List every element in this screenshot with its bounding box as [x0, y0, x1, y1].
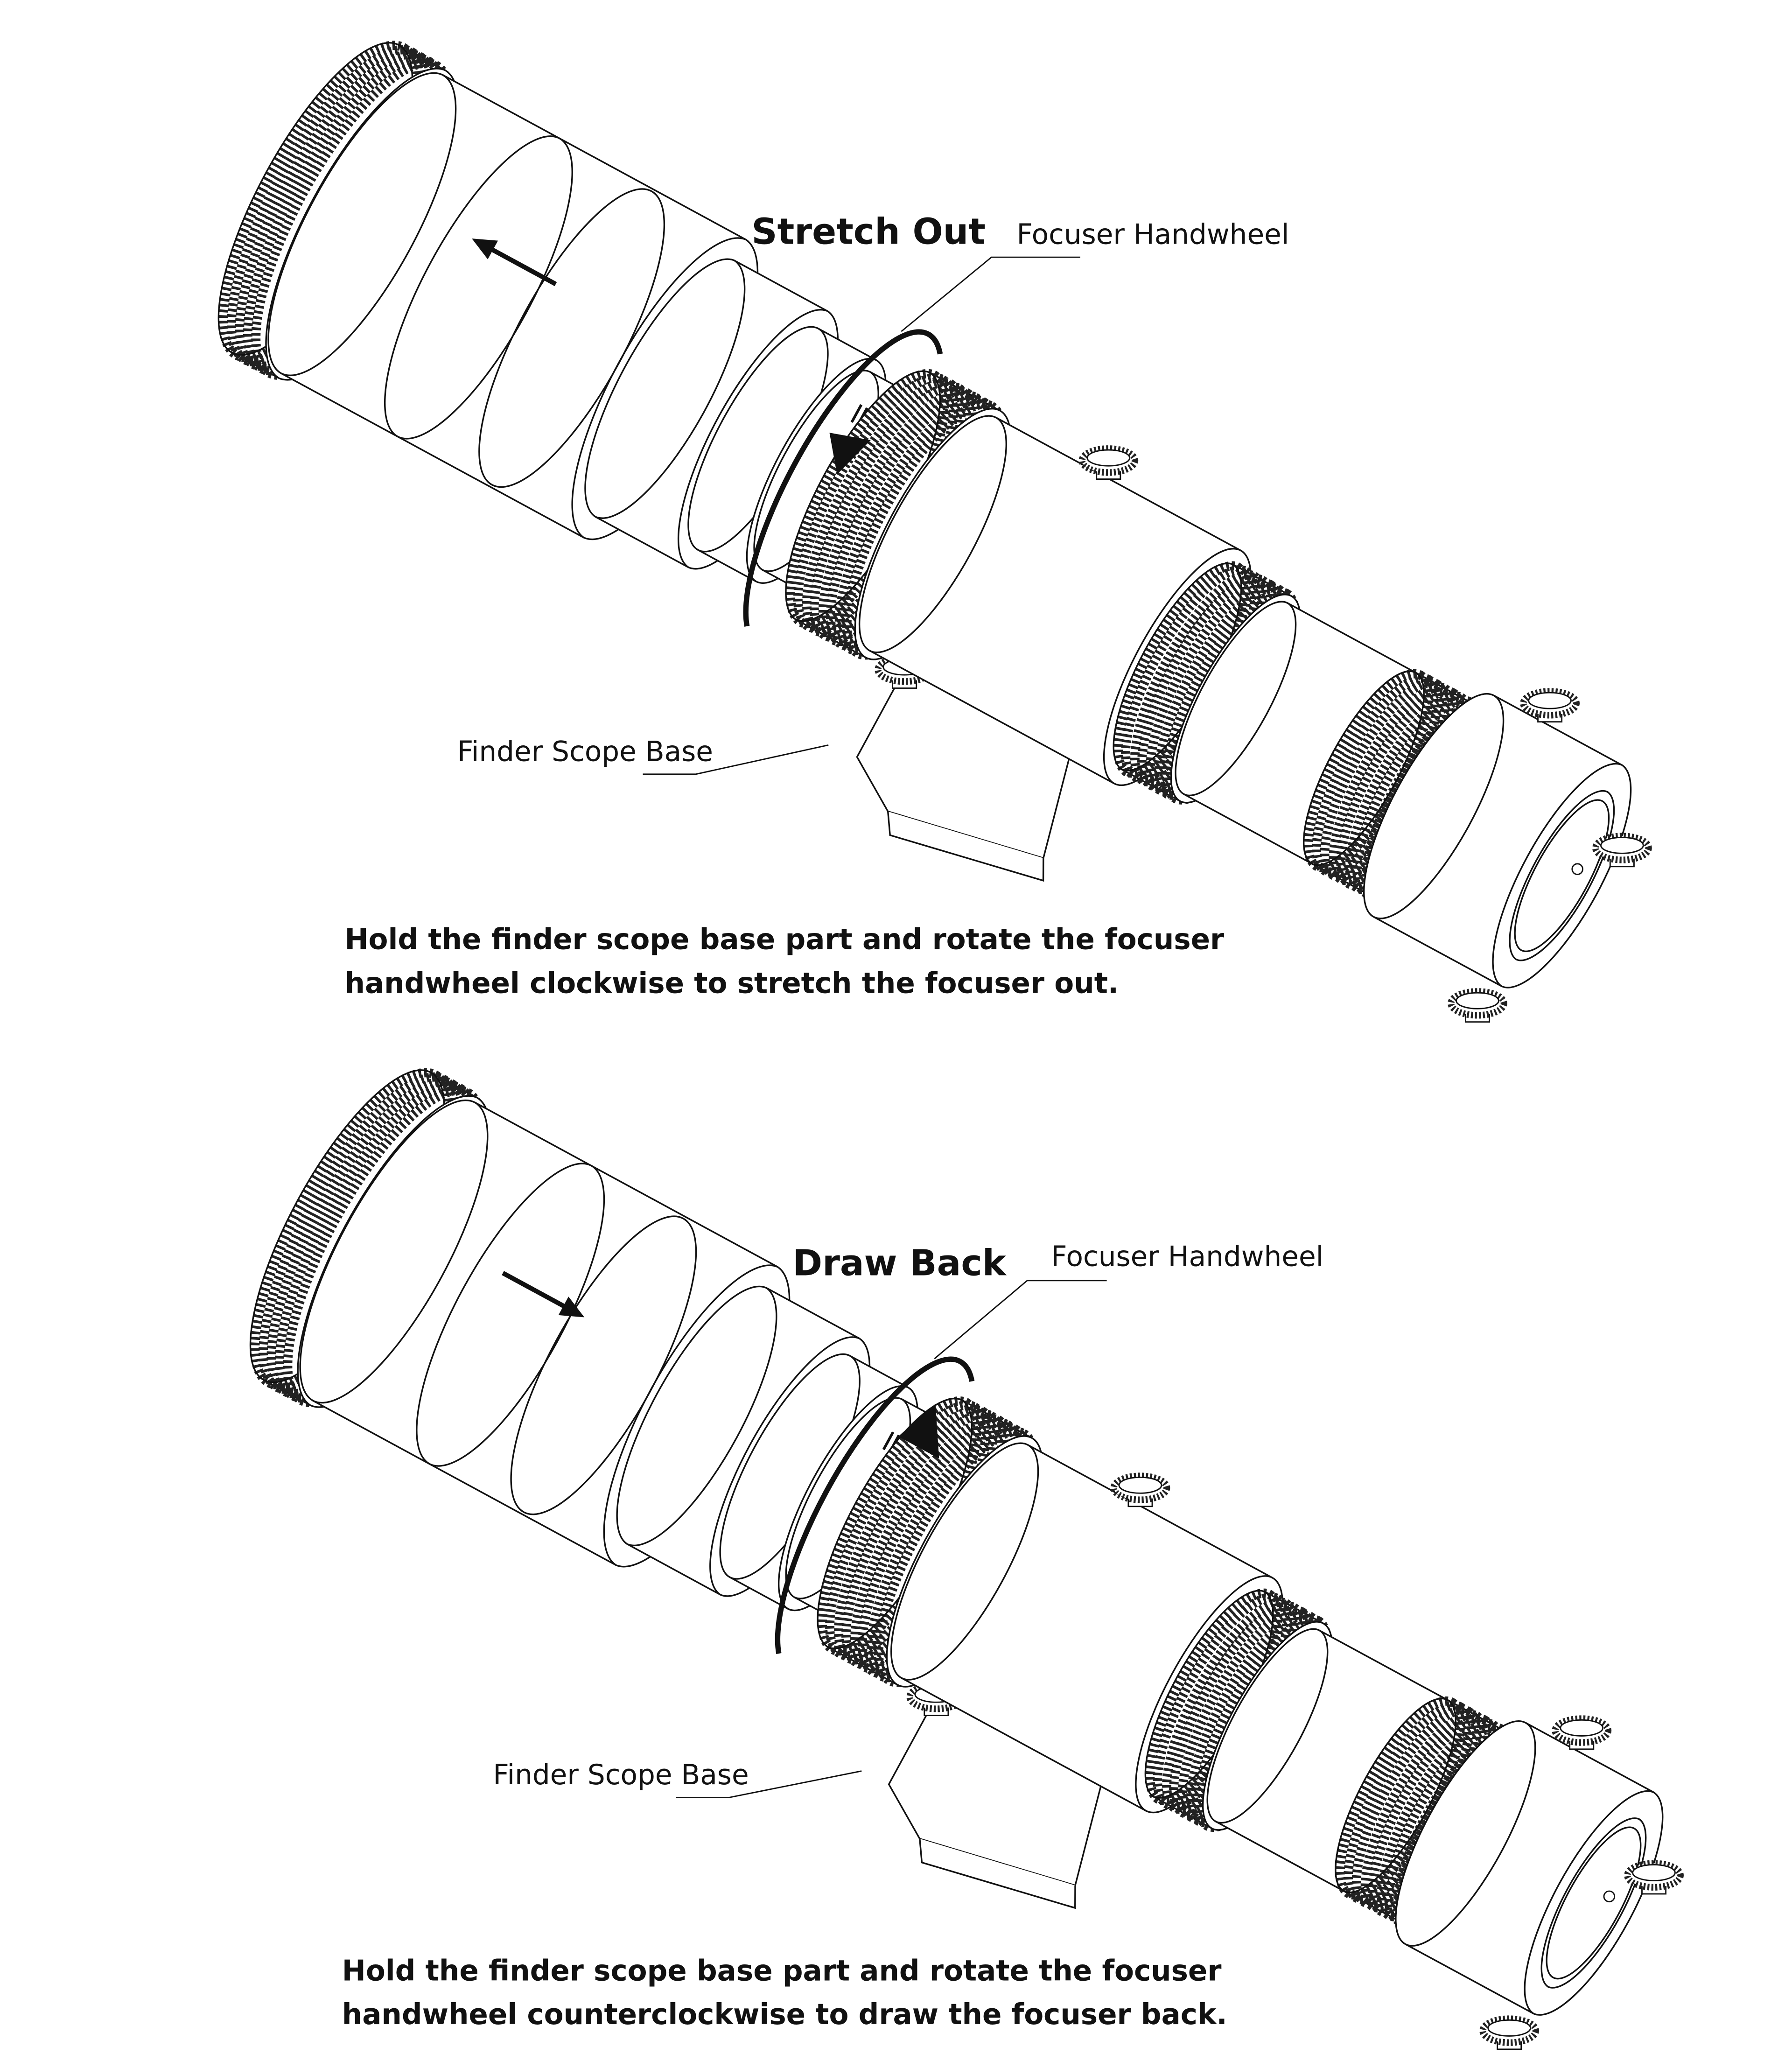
action-title: Draw Back	[792, 1242, 1007, 1284]
knurl-band	[818, 1396, 981, 1656]
section-outline	[627, 1287, 860, 1596]
rotation-arrow	[775, 1356, 975, 1654]
section-outline	[869, 417, 1241, 785]
base-leader-line	[676, 1770, 862, 1798]
base-label: Finder Scope Base	[493, 1759, 749, 1791]
section-edge	[785, 370, 941, 622]
eyepiece-lock-knob-top	[1552, 1715, 1612, 1750]
finder-scope-illustration	[249, 1068, 1684, 2050]
section-edge	[1363, 693, 1505, 919]
motion-arrow-shaft	[502, 1271, 572, 1312]
panel-draw-back: Draw Back Focuser Handwheel Finder Scope…	[249, 1068, 1684, 2050]
section-outline	[312, 1101, 778, 1566]
dew-cap-line	[478, 188, 665, 488]
knurl-band	[834, 1405, 998, 1665]
scale-mark	[850, 404, 863, 423]
knurl-band	[218, 41, 422, 362]
knurl-band	[818, 386, 982, 646]
handwheel-label: Focuser Handwheel	[1051, 1241, 1323, 1273]
section-edge	[584, 258, 746, 519]
section-edge	[1175, 601, 1297, 797]
arrow-out-icon	[472, 238, 498, 259]
rotation-arrow-arc	[775, 1356, 975, 1654]
section-outline	[280, 74, 747, 539]
section-edge	[1335, 1697, 1457, 1893]
rotation-arrow	[743, 329, 943, 627]
section-edge	[1303, 670, 1425, 866]
finder-scope-illustration	[217, 41, 1652, 1023]
base-label: Finder Scope Base	[457, 736, 713, 768]
knurl-band	[1335, 1696, 1465, 1900]
set-screw-hole	[1571, 863, 1583, 875]
handwheel-leader-line	[934, 1280, 1107, 1360]
knurl-band	[850, 1414, 1014, 1674]
action-title: Stretch Out	[751, 211, 985, 253]
arrow-back-icon	[558, 1297, 585, 1318]
section-edge	[299, 1099, 489, 1404]
knurl-band	[834, 395, 998, 655]
eyepiece-lock-knob-bottom	[1448, 988, 1507, 1023]
finder-scope-base-side	[887, 811, 1044, 882]
section-outline	[697, 328, 877, 582]
motion-arrow-shaft	[484, 244, 557, 287]
handwheel-leader-line	[901, 256, 1080, 332]
section-edge	[1113, 562, 1242, 771]
instruction-line-1: Hold the finder scope base part and rota…	[344, 923, 1224, 956]
knob-top	[1528, 692, 1572, 709]
body-lock-knob	[1078, 445, 1139, 480]
instruction-line-2: handwheel clockwise to stretch the focus…	[344, 967, 1119, 1000]
knurl-band	[251, 58, 455, 380]
knob-top	[1086, 449, 1131, 467]
section-edge	[616, 1285, 777, 1547]
knob-top	[1456, 992, 1499, 1009]
scale-mark	[882, 1431, 895, 1451]
arrowhead-icon	[829, 433, 871, 475]
instruction-line-1: Hold the finder scope base part and rota…	[342, 1954, 1222, 1987]
section-edge	[890, 1442, 1039, 1681]
knurl-band	[243, 54, 446, 376]
knurl-band	[1303, 669, 1434, 872]
finder-scope-base-side	[919, 1838, 1076, 1909]
knurl-band	[235, 49, 438, 371]
section-outline	[729, 1355, 909, 1610]
eyepiece-lock-knob-side	[1592, 833, 1652, 868]
knob-top	[1487, 2019, 1532, 2037]
section-edge	[267, 72, 457, 377]
section-outline	[1405, 1722, 1654, 2014]
handwheel-label: Focuser Handwheel	[1016, 219, 1289, 251]
section-outline	[901, 1444, 1273, 1812]
section-outline	[1215, 1629, 1448, 1892]
section-edge	[858, 415, 1007, 653]
dew-cap-line	[384, 135, 573, 440]
knob-top	[1560, 1719, 1604, 1737]
section-edge	[1206, 1628, 1329, 1824]
instruction-line-2: handwheel counterclockwise to draw the f…	[342, 1998, 1227, 2031]
section-outline	[595, 259, 828, 568]
body-lock-knob	[1110, 1472, 1170, 1507]
dew-cap-line	[510, 1215, 697, 1515]
eyepiece-lock-knob-side	[1624, 1860, 1684, 1895]
panel-stretch-out: Stretch Out Focuser Handwheel Finder Sco…	[217, 41, 1652, 1023]
eyepiece-lock-knob-top	[1520, 688, 1580, 723]
knurl-band	[802, 378, 966, 638]
knob-top	[1600, 836, 1644, 854]
knob-top	[1118, 1476, 1162, 1494]
base-leader-line	[643, 744, 829, 775]
knob-top	[1632, 1864, 1676, 1881]
arrowhead-icon	[898, 1403, 939, 1459]
knurl-band	[866, 1423, 1030, 1682]
set-screw-hole	[1603, 1890, 1616, 1903]
section-outline	[1373, 694, 1623, 987]
eyepiece-lock-knob-bottom	[1479, 2015, 1540, 2050]
dew-cap-line	[416, 1163, 605, 1467]
knurl-band	[283, 1086, 486, 1408]
section-edge	[1395, 1720, 1536, 1947]
section-edge	[817, 1397, 973, 1649]
knurl-band	[785, 369, 950, 629]
section-outline	[1183, 602, 1416, 865]
section-edge	[1144, 1590, 1274, 1799]
rotation-arrow-arc	[743, 329, 943, 627]
